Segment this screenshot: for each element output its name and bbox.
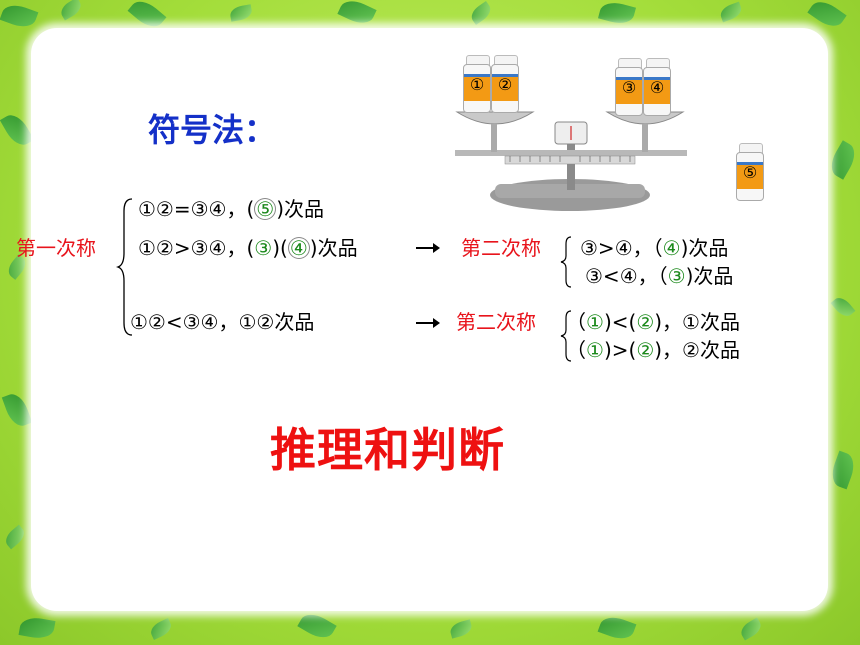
first-weigh-label: 第一次称 <box>16 236 96 260</box>
first-weigh-brace-icon <box>116 198 133 336</box>
pill-bottle-2: ② <box>491 55 519 113</box>
second-weigh-brace-icon <box>560 236 572 288</box>
leaf-decoration <box>228 4 254 22</box>
second-weigh-brace-icon <box>560 310 572 362</box>
leaf-decoration <box>827 450 859 490</box>
second-weigh-a-line1: ③>④，（④)次品 <box>580 236 729 260</box>
answer-blank: ④ <box>287 236 310 260</box>
answer-blank: ③ <box>667 264 686 288</box>
leaf-decoration <box>718 1 744 23</box>
conclusion-heading: 推理和判断 <box>270 423 505 477</box>
answer-blank: ① <box>586 310 604 334</box>
answer-blank: ⑤ <box>254 197 277 221</box>
first-weigh-case-heavier: ①②>③④，(③)(④)次品 <box>138 236 358 260</box>
leaf-decoration <box>737 617 765 641</box>
leaf-decoration <box>57 0 85 21</box>
balance-scale-illustration <box>455 100 690 212</box>
leaf-decoration <box>807 0 847 32</box>
leaf-decoration <box>0 0 39 32</box>
leaf-decoration <box>148 618 174 640</box>
bottle-number: ① <box>469 75 485 94</box>
pill-bottle-3: ③ <box>615 58 643 116</box>
answer-blank: ④ <box>662 236 681 260</box>
leaf-decoration <box>597 612 637 644</box>
second-weigh-label-b: 第二次称 <box>456 310 536 334</box>
second-weigh-a-line2: ③<④，（③)次品 <box>585 264 734 288</box>
answer-blank: ② <box>636 310 655 334</box>
leaf-decoration <box>0 110 35 150</box>
leaf-decoration <box>597 0 637 28</box>
pill-bottle-4: ④ <box>643 58 671 116</box>
pill-bottle-5: ⑤ <box>736 143 764 201</box>
leaf-decoration <box>1 390 33 430</box>
leaf-decoration <box>337 0 377 29</box>
pill-bottle-1: ① <box>463 55 491 113</box>
leaf-decoration <box>825 140 860 180</box>
answer-blank: ③ <box>254 236 273 260</box>
balance-scale-icon <box>455 111 687 211</box>
content-panel <box>31 28 828 611</box>
leaf-decoration <box>18 615 56 641</box>
answer-blank: ① <box>586 338 604 362</box>
first-weigh-case-equal: ①②=③④，(⑤)次品 <box>138 197 325 221</box>
leaf-decoration <box>467 0 495 26</box>
bottle-number: ⑤ <box>742 163 758 182</box>
bottle-number: ② <box>497 75 513 94</box>
leaf-decoration <box>830 294 856 320</box>
answer-blank: ② <box>636 338 655 362</box>
method-title: 符号法： <box>148 111 277 149</box>
leaf-decoration <box>2 524 28 550</box>
second-weigh-b-line2: （①)>(②)，②次品 <box>566 338 740 362</box>
arrow-icon <box>416 318 440 328</box>
bottle-number: ④ <box>649 78 665 97</box>
bottle-number: ③ <box>621 78 637 97</box>
leaf-decoration <box>448 619 474 639</box>
first-weigh-case-lighter: ①②<③④，①②次品 <box>130 310 315 334</box>
leaf-decoration <box>297 608 337 644</box>
second-weigh-label-a: 第二次称 <box>461 236 541 260</box>
second-weigh-b-line1: （①)<(②)，①次品 <box>566 310 740 334</box>
arrow-icon <box>416 243 440 253</box>
